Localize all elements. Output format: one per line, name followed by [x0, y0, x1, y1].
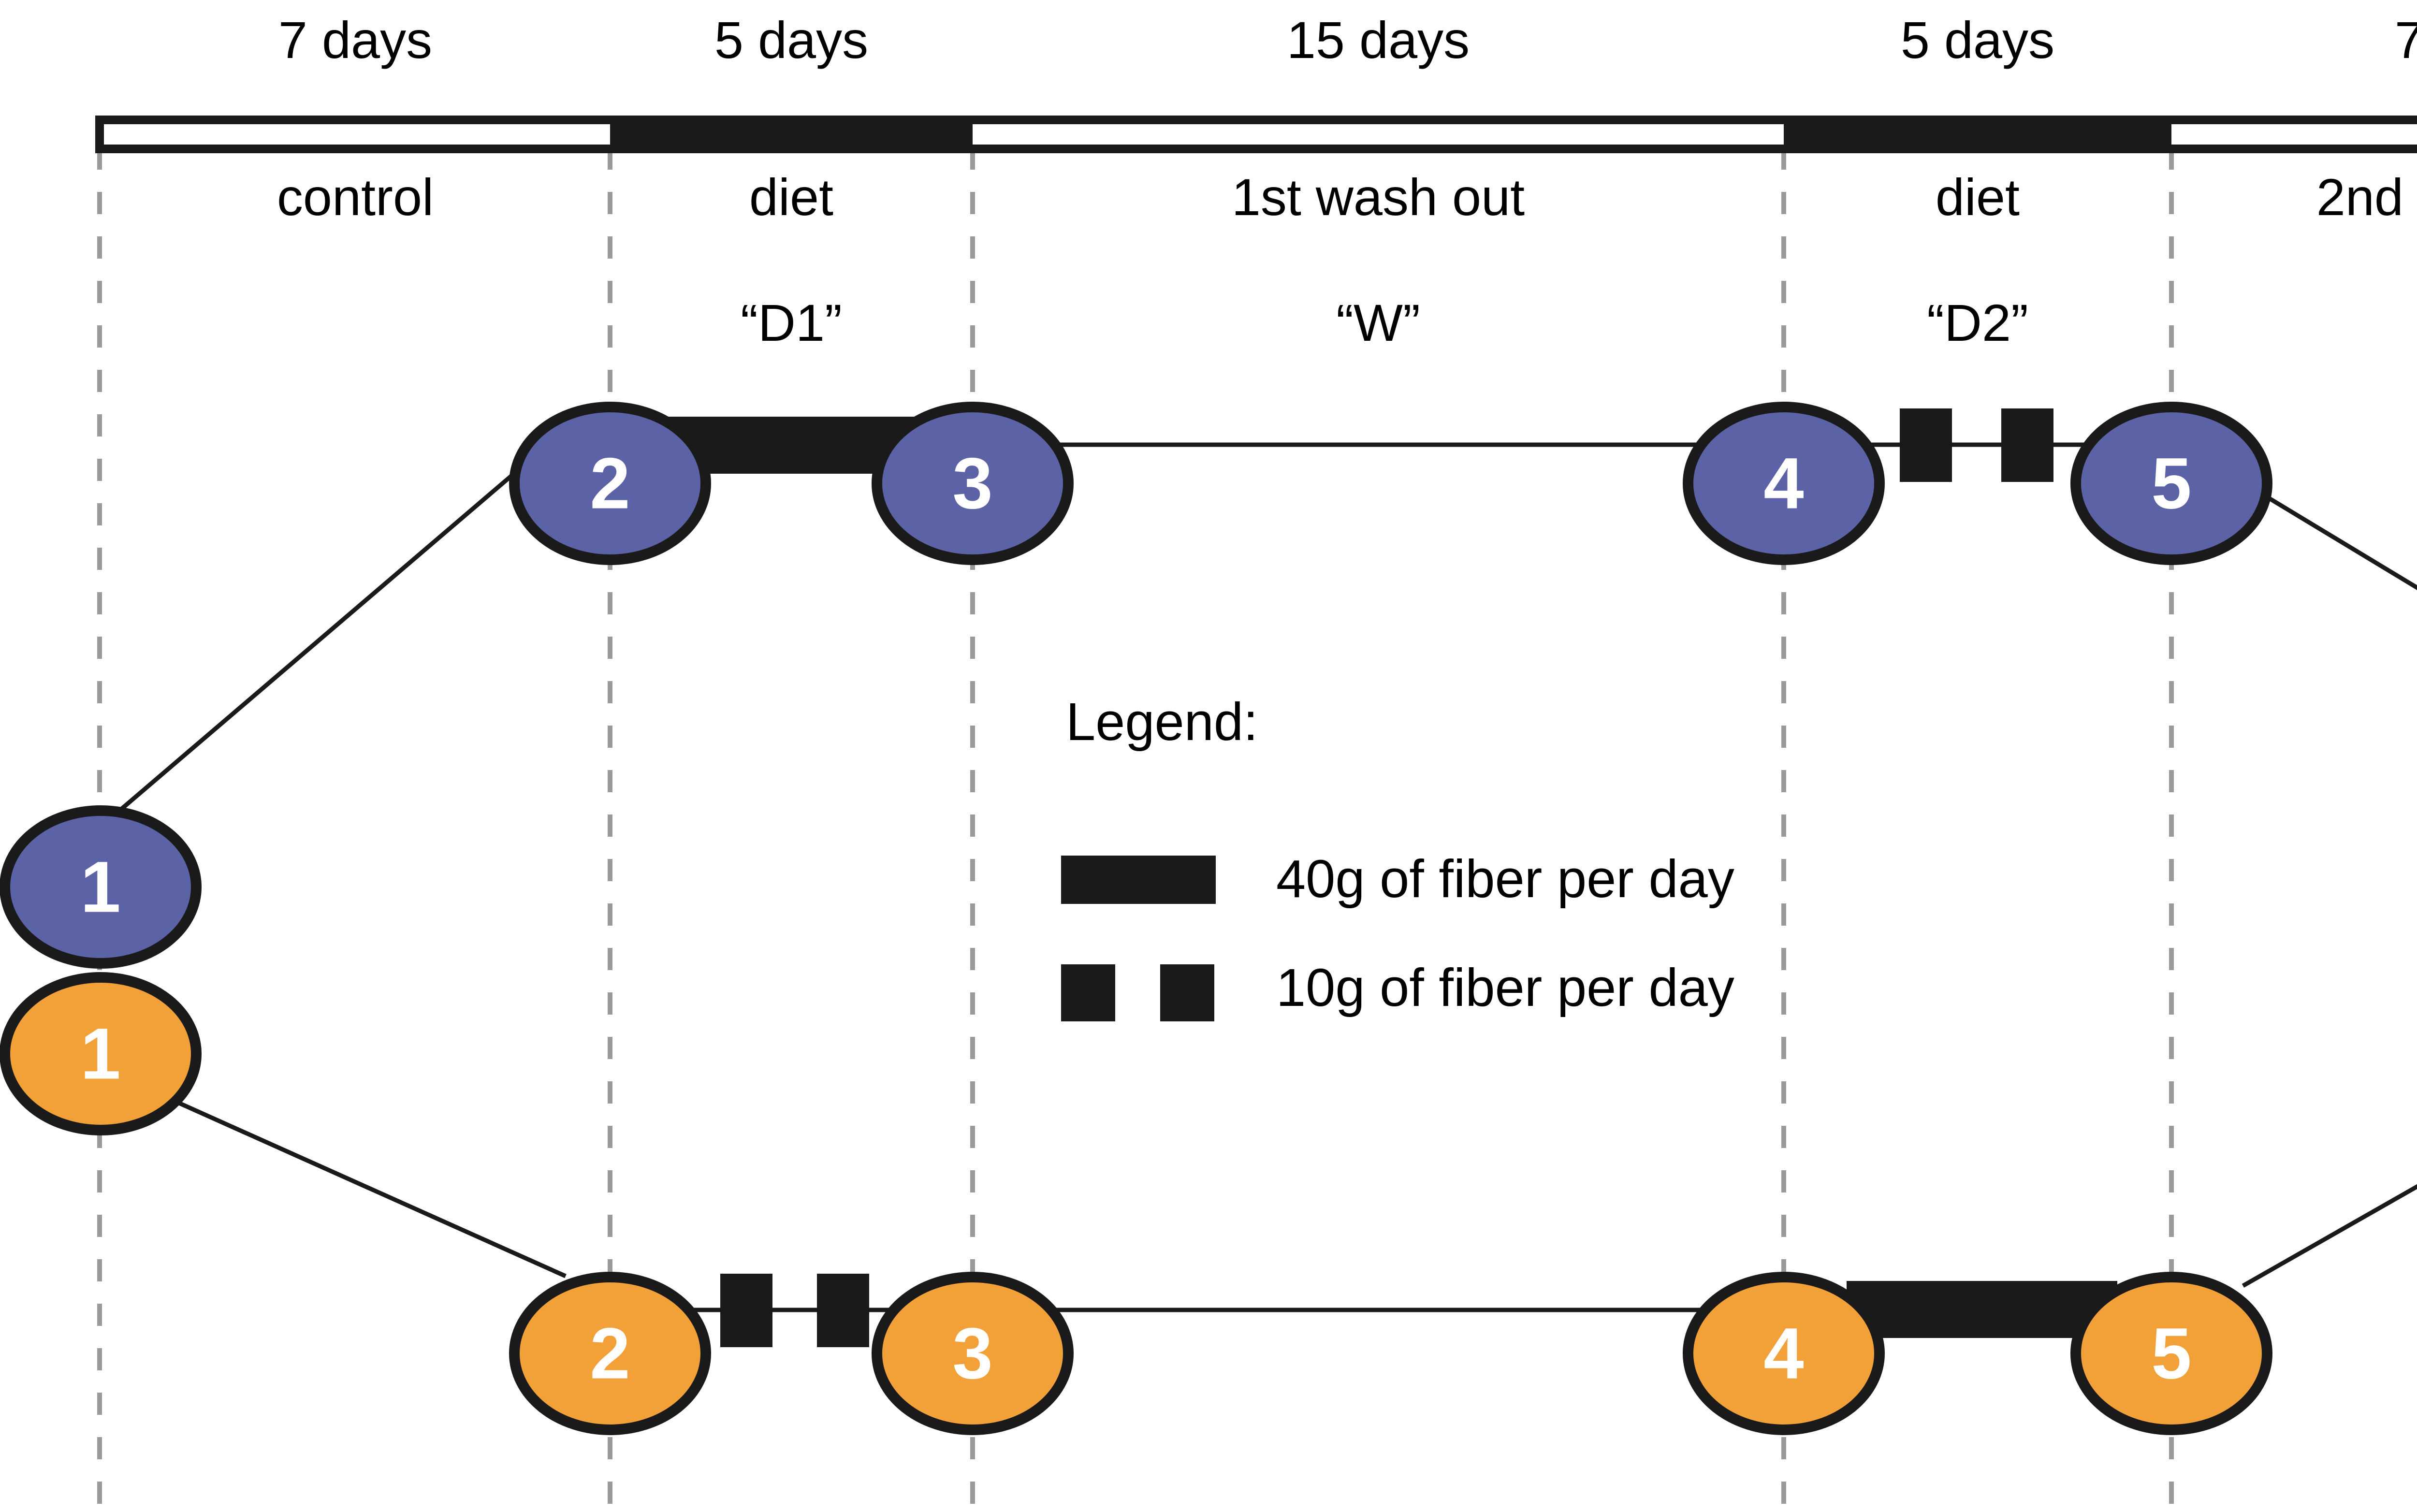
node-arm-a-3 [872, 402, 1074, 565]
node-arm-a-5 [2070, 402, 2272, 565]
node-label-arm-b-2: 2 [590, 1312, 630, 1394]
node-arm-a-2 [509, 402, 711, 565]
node-arm-b-5 [2070, 1272, 2272, 1435]
timeline-block-diet1 [610, 116, 973, 153]
legend-label-10g: 10g of fiber per day [1276, 958, 1734, 1018]
legend-swatch-10g-square-1 [1061, 964, 1115, 1021]
legend-label-40g: 40g of fiber per day [1276, 849, 1734, 909]
duration-label-control: 7 days [278, 11, 433, 69]
timeline-block-diet2 [1784, 116, 2171, 153]
duration-label-diet1: 5 days [714, 11, 869, 69]
node-arm-b-3 [872, 1272, 1074, 1435]
node-label-arm-a-3: 3 [952, 442, 993, 524]
legend-title: Legend: [1066, 692, 1258, 752]
duration-label-washout2: 7 days [2394, 11, 2417, 69]
arm-b-edge-4-5-40g-bar [1847, 1281, 2117, 1338]
phase-label-diet1: diet [749, 168, 834, 226]
duration-label-washout1: 15 days [1286, 11, 1470, 69]
node-label-arm-a-5: 5 [2151, 442, 2192, 524]
arm-b-connectors [111, 1071, 2417, 1347]
node-arm-b-1 [0, 972, 202, 1135]
arm-b-nodes [0, 972, 2272, 1435]
node-label-arm-b-1: 1 [80, 1013, 121, 1094]
legend-swatch-10g-square-2 [1160, 964, 1214, 1021]
arm-b-edge-1-2 [111, 1071, 567, 1279]
timeline-bar [95, 116, 2417, 153]
node-label-arm-b-5: 5 [2151, 1312, 2192, 1394]
arm-a-connectors [111, 408, 2417, 819]
node-arm-a-4 [1683, 402, 1885, 565]
phase-label-diet2: diet [1935, 168, 2020, 226]
arm-a-nodes [0, 402, 2272, 969]
code-label-diet2: “D2” [1927, 293, 2028, 352]
arm-a-edge-5-6 [2227, 472, 2417, 590]
legend-swatches [1061, 856, 1216, 1021]
arm-a-edge-4-5-10g-square-2 [2001, 408, 2053, 482]
node-arm-b-4 [1683, 1272, 1885, 1435]
arm-b-edge-2-3-10g-square-1 [720, 1274, 772, 1347]
node-label-arm-b-4: 4 [1763, 1312, 1804, 1394]
node-label-arm-b-3: 3 [952, 1312, 993, 1394]
arm-b-edge-5-6 [2242, 1184, 2417, 1288]
arm-a-edge-1-2 [111, 423, 572, 819]
node-label-arm-a-2: 2 [590, 442, 630, 524]
code-label-washout1: “W” [1336, 293, 1420, 352]
legend-swatch-40g [1061, 856, 1216, 904]
node-arm-b-2 [509, 1272, 711, 1435]
code-label-diet1: “D1” [741, 293, 842, 352]
node-label-arm-a-1: 1 [80, 846, 121, 928]
phase-label-control: control [277, 168, 434, 226]
phase-label-washout1: 1st wash out [1231, 168, 1525, 226]
arm-b-edge-2-3-10g-square-2 [817, 1274, 869, 1347]
node-arm-a-1 [0, 805, 202, 969]
duration-label-diet2: 5 days [1900, 11, 2055, 69]
arm-a-edge-4-5-10g-square-1 [1900, 408, 1952, 482]
node-label-arm-a-4: 4 [1763, 442, 1804, 524]
phase-label-washout2: 2nd wash out [2316, 168, 2417, 226]
